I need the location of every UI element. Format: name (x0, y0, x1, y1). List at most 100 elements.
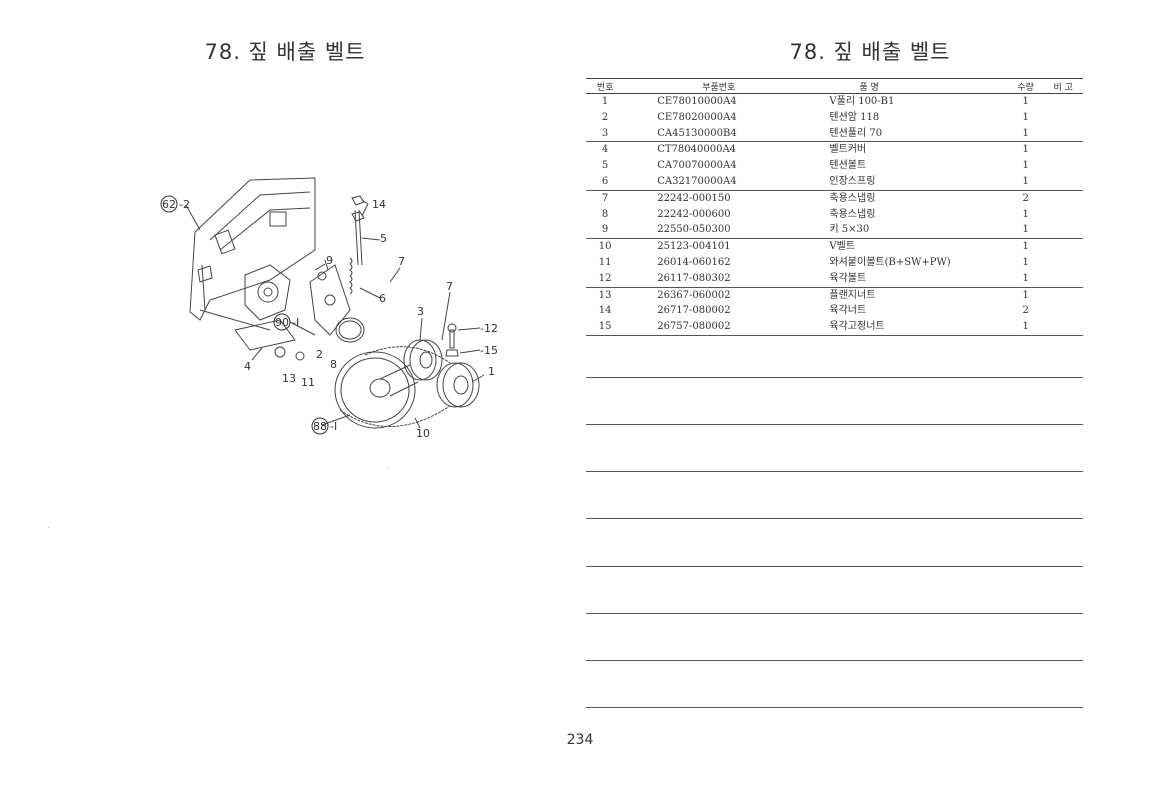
cell-no: 11 (598, 256, 612, 268)
cell-no: 2 (601, 111, 609, 123)
label-10: 10 (416, 427, 430, 440)
cell-no: 5 (601, 160, 609, 172)
blank-rule-line (586, 518, 1083, 519)
cell-name: 인장스프링 (829, 175, 876, 187)
cell-part-no: CA32170000A4 (657, 175, 737, 187)
cell-qty: 1 (1007, 319, 1044, 336)
label-12: -12 (480, 322, 498, 335)
cell-no: 8 (601, 208, 609, 220)
cell-remarks (1043, 286, 1083, 304)
callout-88: 88 (313, 420, 327, 433)
cell-part-no: 26014-060162 (657, 256, 731, 268)
cell-name: 육각볼트 (829, 272, 867, 284)
cell-name: V벨트 (829, 238, 1008, 255)
cell-part-no: CT78040000A4 (624, 141, 830, 159)
callout-88-suffix: -I (330, 420, 337, 433)
cell-remarks (1043, 207, 1083, 223)
label-7b: 7 (446, 280, 453, 293)
right-page-title: 78. 짚 배출 벨트 (789, 40, 951, 64)
cell-qty: 1 (1022, 96, 1029, 107)
col-header-qty: 수량 (1007, 78, 1044, 94)
label-5: 5 (380, 232, 387, 245)
cell-remarks (1043, 94, 1083, 110)
col-header-no: 번호 (586, 78, 625, 94)
table-row: 10 25123-004101 V벨트 1 (586, 238, 1083, 255)
cell-part-no: 26117-080302 (657, 272, 731, 284)
cell-qty: 2 (1022, 305, 1029, 317)
cell-name: 와셔붙이볼트(B+SW+PW) (829, 256, 951, 268)
frame-housing (189, 177, 316, 321)
cell-no: 10 (586, 238, 625, 255)
table-row: 2 CE78020000A4 텐션암 118 1 (586, 110, 1083, 126)
cell-qty: 1 (1022, 256, 1029, 268)
cell-qty: 1 (1022, 272, 1029, 284)
blank-rule-line (586, 613, 1083, 614)
cell-remarks (1043, 158, 1083, 174)
left-page: 78. 짚 배출 벨트 (48, 40, 498, 528)
cell-name: 텐션풀리 70 (829, 127, 883, 139)
label-1: 1 (488, 365, 495, 378)
table-row: 12 26117-080302 육각볼트 1 (586, 271, 1083, 287)
cell-qty: 1 (1022, 111, 1029, 123)
cell-remarks (1043, 110, 1083, 126)
cell-qty: 1 (1007, 141, 1044, 159)
cell-qty: 1 (1022, 160, 1029, 172)
cell-part-no: 25123-004101 (624, 238, 830, 255)
label-9: 9 (326, 254, 333, 267)
blank-rule-line (586, 707, 1083, 708)
cell-name: 축용스냅링 (829, 208, 876, 220)
cell-part-no: 26757-080002 (624, 319, 830, 336)
callout-62: 62 (162, 198, 176, 211)
cell-remarks (1043, 126, 1083, 142)
cell-no: 9 (601, 224, 609, 236)
cell-remarks (1043, 303, 1083, 319)
table-row: 7 22242-000150 축용스냅링 2 (586, 189, 1083, 207)
cell-remarks (1043, 255, 1083, 271)
parts-list-table: 번호 부품번호 품 명 수량 비 고 1 CE78010000A4 V풀리 10… (586, 78, 1083, 336)
table-row: 8 22242-000600 축용스냅링 1 (586, 207, 1083, 223)
table-row: 13 26367-060002 플랜지너트 1 (586, 286, 1083, 304)
cell-qty: 2 (1007, 189, 1044, 207)
table-row: 3 CA45130000B4 텐션풀리 70 1 (586, 126, 1083, 142)
label-2: 2 (316, 348, 323, 361)
label-14: 14 (372, 198, 386, 211)
table-row: 9 22550-050300 키 5×30 1 (586, 222, 1083, 238)
cell-remarks (1043, 189, 1083, 207)
label-13: 13 (282, 372, 296, 385)
callout-90: 90 (275, 316, 289, 329)
page-number: 234 (566, 732, 594, 748)
cell-part-no: 22242-000600 (657, 208, 731, 220)
cell-qty: 1 (1022, 175, 1029, 187)
cell-remarks (1043, 238, 1083, 255)
label-15: -15 (480, 344, 498, 357)
cell-no: 15 (586, 319, 625, 336)
table-row: 15 26757-080002 육각고정너트 1 (586, 319, 1083, 336)
cell-name: 플랜지너트 (829, 286, 1008, 304)
v-belt (339, 346, 451, 427)
table-header-row: 번호 부품번호 품 명 수량 비 고 (586, 78, 1083, 94)
cell-qty: 1 (1022, 224, 1029, 236)
cell-name: 벨트커버 (829, 141, 1008, 159)
label-3: 3 (417, 305, 424, 318)
cell-part-no: 22550-050300 (657, 224, 731, 236)
label-4: 4 (244, 360, 251, 373)
blank-rule-line (586, 377, 1083, 378)
cell-remarks (1043, 319, 1083, 336)
cell-name: V풀리 100-B1 (829, 96, 895, 107)
label-7a: 7 (398, 255, 405, 268)
cell-part-no: CE78020000A4 (657, 111, 737, 123)
tension-arm (244, 264, 291, 321)
col-header-remarks: 비 고 (1043, 78, 1083, 94)
cell-no: 14 (598, 305, 612, 317)
scan-speck (388, 468, 389, 469)
col-header-name: 품 명 (829, 78, 1008, 94)
parts-drawing: 62 -2 90 -I 88 -I 14 5 9 7 6 7 3 -12 -15… (160, 177, 498, 440)
callout-90-suffix: -I (292, 316, 299, 329)
cell-name: 텐션암 118 (829, 111, 880, 123)
cell-no: 13 (586, 286, 625, 304)
cell-remarks (1043, 271, 1083, 287)
cell-name: 키 5×30 (829, 224, 870, 236)
cell-no: 4 (586, 141, 625, 159)
table-row: 4 CT78040000A4 벨트커버 1 (586, 141, 1083, 159)
v-pulley (436, 362, 474, 408)
